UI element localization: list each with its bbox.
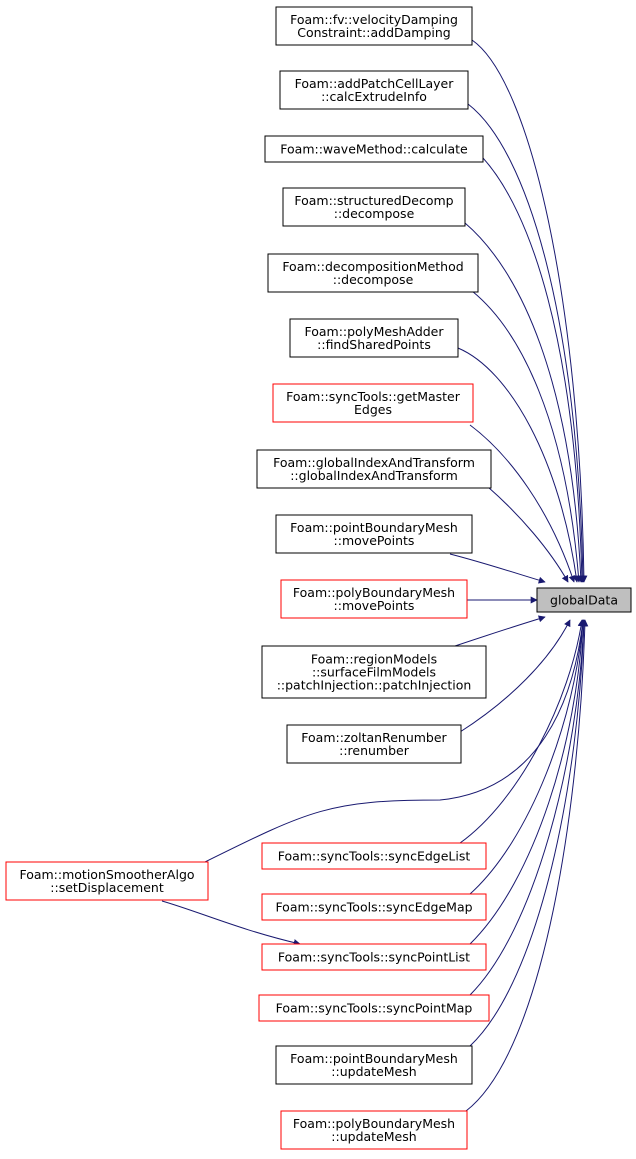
node-label-line: Foam::pointBoundaryMesh — [290, 1051, 458, 1066]
caller-node-waveMethod[interactable]: Foam::waveMethod::calculate — [264, 135, 484, 163]
node-label-line: Foam::structuredDecomp — [294, 193, 453, 208]
edges-layer — [161, 39, 589, 1112]
edge-syncEdgeMap-to-globalData — [469, 619, 586, 895]
edge-zoltanRenumber-to-globalData — [459, 619, 571, 733]
edge-pointBoundaryMeshUpdate-to-globalData — [469, 619, 588, 1047]
edge-patchInjection-to-globalData — [454, 615, 546, 647]
edge-decompositionMethod-to-globalData — [471, 290, 582, 583]
edge-motionSmootherAlgo-to-globalData — [204, 619, 586, 863]
node-label-line: ::patchInjection::patchInjection — [277, 678, 472, 693]
caller-node-velocityDamping[interactable]: Foam::fv::velocityDampingConstraint::add… — [275, 6, 473, 46]
node-label-line: ::decompose — [333, 272, 414, 287]
node-box — [267, 253, 479, 293]
caller-node-polyBoundaryMeshUpdate[interactable]: Foam::polyBoundaryMesh::updateMesh — [280, 1110, 468, 1150]
node-label-line: Foam::zoltanRenumber — [301, 730, 447, 745]
node-box — [264, 135, 484, 163]
node-label-line: Foam::syncTools::syncEdgeList — [278, 849, 471, 864]
edge-motionSmootherAlgo-to-syncPointList — [161, 900, 301, 946]
node-label-line: ::decompose — [334, 206, 415, 221]
node-box — [272, 383, 474, 423]
node-box — [261, 842, 487, 870]
node-label-line: Foam::addPatchCellLayer — [295, 76, 455, 91]
node-box — [261, 645, 487, 699]
node-label-line: Edges — [354, 402, 392, 417]
caller-node-globalIndexAndTransform[interactable]: Foam::globalIndexAndTransform::globalInd… — [256, 449, 492, 489]
node-label-line: ::movePoints — [334, 533, 415, 548]
caller-node-zoltanRenumber[interactable]: Foam::zoltanRenumber::renumber — [286, 724, 462, 764]
node-box — [280, 1110, 468, 1150]
node-box — [258, 994, 490, 1022]
edge-velocityDamping-to-globalData — [471, 39, 588, 583]
node-box — [282, 187, 466, 227]
node-box — [261, 893, 487, 921]
caller-node-syncPointList[interactable]: Foam::syncTools::syncPointList — [261, 943, 487, 971]
node-label-line: ::findSharedPoints — [317, 337, 431, 352]
node-label-line: Foam::motionSmootherAlgo — [19, 867, 194, 882]
node-box — [279, 70, 469, 110]
edge-syncEdgeList-to-globalData — [459, 619, 585, 844]
caller-node-pointBoundaryMeshMove[interactable]: Foam::pointBoundaryMesh::movePoints — [275, 514, 473, 554]
caller-node-decompositionMethod[interactable]: Foam::decompositionMethod::decompose — [267, 253, 479, 293]
caller-node-syncEdgeList[interactable]: Foam::syncTools::syncEdgeList — [261, 842, 487, 870]
caller-node-polyMeshAdder[interactable]: Foam::polyMeshAdder::findSharedPoints — [289, 318, 459, 358]
node-label-line: Foam::fv::velocityDamping — [290, 12, 458, 27]
caller-node-polyBoundaryMeshMove[interactable]: Foam::polyBoundaryMesh::movePoints — [280, 579, 468, 619]
node-label-line: Foam::polyBoundaryMesh — [293, 1116, 455, 1131]
edge-structuredDecomp-to-globalData — [464, 222, 585, 583]
node-label-line: ::updateMesh — [331, 1129, 416, 1144]
caller-node-structuredDecomp[interactable]: Foam::structuredDecomp::decompose — [282, 187, 466, 227]
node-label-line: globalData — [550, 593, 618, 608]
edge-globalIndexAndTransform-to-globalData — [487, 486, 569, 583]
node-label-line: Foam::waveMethod::calculate — [280, 142, 468, 157]
caller-node-motionSmootherAlgo[interactable]: Foam::motionSmootherAlgo::setDisplacemen… — [5, 861, 209, 901]
node-box — [256, 449, 492, 489]
node-label-line: ::movePoints — [334, 598, 415, 613]
node-label-line: Foam::polyMeshAdder — [304, 324, 444, 339]
node-label-line: Foam::polyBoundaryMesh — [293, 585, 455, 600]
node-label-line: Foam::decompositionMethod — [282, 259, 463, 274]
edge-syncPointList-to-globalData — [469, 619, 587, 945]
caller-node-addPatchCellLayer[interactable]: Foam::addPatchCellLayer::calcExtrudeInfo — [279, 70, 469, 110]
caller-node-syncPointMap[interactable]: Foam::syncTools::syncPointMap — [258, 994, 490, 1022]
node-label-line: Foam::syncTools::syncPointMap — [276, 1001, 473, 1016]
node-box — [275, 514, 473, 554]
edge-pointBoundaryMeshMove-to-globalData — [449, 553, 546, 584]
node-box — [286, 724, 462, 764]
node-label-line: Foam::syncTools::syncPointList — [278, 950, 470, 965]
caller-node-patchInjection[interactable]: Foam::regionModels::surfaceFilmModels::p… — [261, 645, 487, 699]
node-label-line: ::setDisplacement — [50, 880, 164, 895]
node-label-line: ::surfaceFilmModels — [312, 665, 436, 680]
edge-polyMeshAdder-to-globalData — [457, 347, 580, 583]
caller-node-syncEdgeMap[interactable]: Foam::syncTools::syncEdgeMap — [261, 893, 487, 921]
node-box — [275, 6, 473, 46]
node-box — [280, 579, 468, 619]
edge-addPatchCellLayer-to-globalData — [467, 103, 587, 583]
node-label-line: Constraint::addDamping — [297, 25, 451, 40]
edge-getMasterEdges-to-globalData — [469, 424, 576, 583]
edge-syncPointMap-to-globalData — [469, 619, 588, 996]
node-label-line: Foam::globalIndexAndTransform — [273, 455, 475, 470]
node-label-line: Foam::regionModels — [311, 652, 437, 667]
node-box — [275, 1045, 473, 1085]
edge-polyBoundaryMeshUpdate-to-globalData — [465, 619, 589, 1112]
node-label-line: Foam::pointBoundaryMesh — [290, 520, 458, 535]
edge-waveMethod-to-globalData — [482, 157, 586, 583]
node-label-line: Foam::syncTools::getMaster — [286, 389, 461, 404]
node-box — [5, 861, 209, 901]
target-node-globalData[interactable]: globalData — [536, 587, 632, 613]
node-label-line: ::updateMesh — [331, 1064, 416, 1079]
node-label-line: ::renumber — [339, 743, 410, 758]
node-label-line: ::globalIndexAndTransform — [290, 468, 458, 483]
node-box — [536, 587, 632, 613]
node-label-line: ::calcExtrudeInfo — [321, 89, 427, 104]
node-label-line: Foam::syncTools::syncEdgeMap — [275, 900, 472, 915]
nodes-layer: Foam::fv::velocityDampingConstraint::add… — [5, 6, 632, 1150]
node-box — [261, 943, 487, 971]
node-box — [289, 318, 459, 358]
caller-node-pointBoundaryMeshUpdate[interactable]: Foam::pointBoundaryMesh::updateMesh — [275, 1045, 473, 1085]
